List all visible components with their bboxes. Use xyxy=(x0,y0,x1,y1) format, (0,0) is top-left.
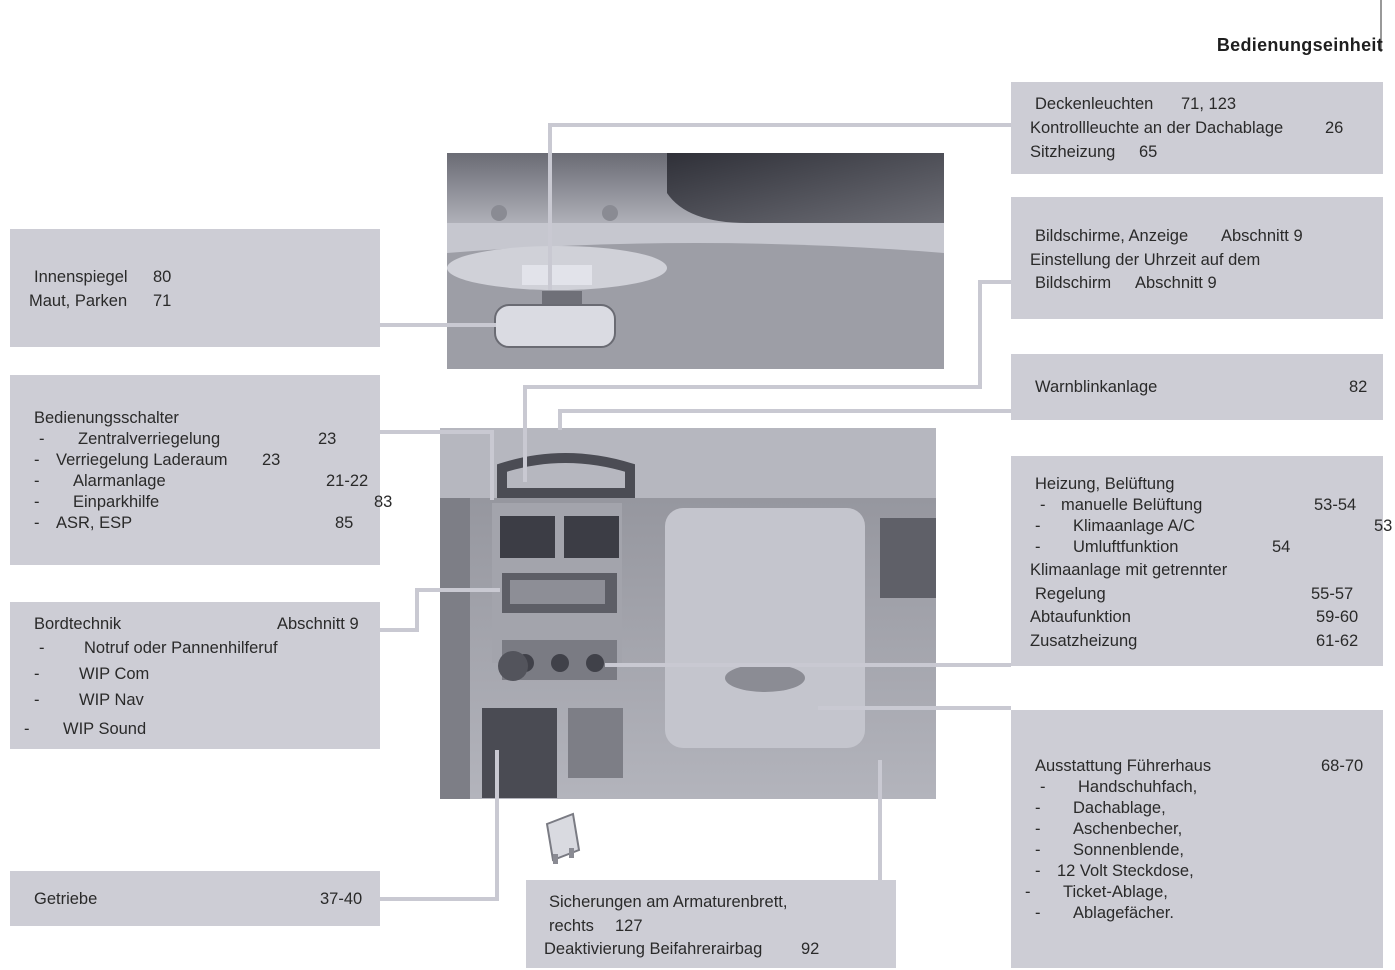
alarmanlage-label: Alarmanlage xyxy=(73,472,166,490)
sitzheizung-label: Sitzheizung xyxy=(1030,143,1116,161)
wip-sound-label: WIP Sound xyxy=(63,720,147,738)
klimaanlage-getrennt-label: Klimaanlage mit getrennter xyxy=(1030,561,1228,579)
box-bordtechnik: Bordtechnik Abschnitt 9 - Notruf oder Pa… xyxy=(10,602,380,749)
bullet: - xyxy=(34,493,40,511)
abtaufunktion-label: Abtaufunktion xyxy=(1030,608,1131,626)
bullet: - xyxy=(1035,862,1041,880)
bullet: - xyxy=(1035,820,1041,838)
bullet: - xyxy=(1035,799,1041,817)
innenspiegel-ref: 80 xyxy=(153,268,172,286)
bullet: - xyxy=(1025,883,1031,901)
sitzheizung-ref: 65 xyxy=(1139,143,1158,161)
bullet: - xyxy=(34,691,40,709)
box-sicherungen: Sicherungen am Armaturenbrett, rechts 12… xyxy=(526,880,896,968)
box-bildschirme: Bildschirme, Anzeige Abschnitt 9 Einstel… xyxy=(1011,197,1383,319)
getriebe-ref: 37-40 xyxy=(320,890,363,908)
maut-label: Maut, Parken xyxy=(29,292,128,310)
alarmanlage-ref: 21-22 xyxy=(326,472,369,490)
page-title: Bedienungseinheit xyxy=(1216,35,1383,55)
bullet: - xyxy=(1035,841,1041,859)
box-ausstattung: Ausstattung Führerhaus 68-70 - Handschuh… xyxy=(1011,710,1383,968)
box-heizung: Heizung, Belüftung - manuelle Belüftung … xyxy=(1011,456,1392,666)
verriegelung-laderaum-label: Verriegelung Laderaum xyxy=(56,451,228,469)
wip-com-label: WIP Com xyxy=(79,665,150,683)
bordtechnik-title: Bordtechnik xyxy=(34,615,122,633)
einparkhilfe-ref: 83 xyxy=(374,493,393,511)
asr-esp-label: ASR, ESP xyxy=(56,514,133,532)
bullet: - xyxy=(34,472,40,490)
regelung-label: Regelung xyxy=(1035,585,1106,603)
bildschirm-ref: Abschnitt 9 xyxy=(1135,274,1217,292)
bedienungsschalter-title: Bedienungsschalter xyxy=(34,409,179,427)
ausstattung-ref: 68-70 xyxy=(1321,757,1364,775)
innenspiegel-label: Innenspiegel xyxy=(34,268,128,286)
deckenleuchten-label: Deckenleuchten xyxy=(1035,95,1154,113)
bullet: - xyxy=(1035,538,1041,556)
maut-ref: 71 xyxy=(153,292,172,310)
warnblink-ref: 82 xyxy=(1349,378,1368,396)
dashboard-illustration xyxy=(440,428,936,799)
bullet: - xyxy=(1040,496,1046,514)
asr-esp-ref: 85 xyxy=(335,514,354,532)
bullet: - xyxy=(39,639,45,657)
bordtechnik-ref: Abschnitt 9 xyxy=(277,615,359,633)
edge-mark xyxy=(1380,0,1382,52)
bullet: - xyxy=(39,430,45,448)
zusatzheizung-label: Zusatzheizung xyxy=(1030,632,1138,650)
bildschirm-label: Bildschirm xyxy=(1035,274,1112,292)
manuelle-belueftung-label: manuelle Belüftung xyxy=(1061,496,1203,514)
bullet: - xyxy=(1035,904,1041,922)
rechts-ref: 127 xyxy=(615,917,643,935)
notruf-label: Notruf oder Pannenhilferuf xyxy=(84,639,278,657)
getriebe-label: Getriebe xyxy=(34,890,98,908)
zentralverriegelung-ref: 23 xyxy=(318,430,337,448)
zusatzheizung-ref: 61-62 xyxy=(1316,632,1359,650)
beifahrerairbag-ref: 92 xyxy=(801,940,820,958)
rechts-label: rechts xyxy=(549,917,594,935)
klimaanlage-ac-ref: 53 xyxy=(1374,517,1393,535)
bullet: - xyxy=(24,720,30,738)
handschuhfach-label: Handschuhfach, xyxy=(1078,778,1198,796)
sicherungen-label: Sicherungen am Armaturenbrett, xyxy=(549,893,788,911)
klimaanlage-ac-label: Klimaanlage A/C xyxy=(1073,517,1195,535)
umluftfunktion-ref: 54 xyxy=(1272,538,1291,556)
uhrzeit-label: Einstellung der Uhrzeit auf dem xyxy=(1030,251,1261,269)
steckdose-label: 12 Volt Steckdose, xyxy=(1057,862,1194,880)
ablagefaecher-label: Ablagefächer. xyxy=(1073,904,1174,922)
sonnenblende-label: Sonnenblende, xyxy=(1073,841,1185,859)
bullet: - xyxy=(34,665,40,683)
bullet: - xyxy=(1040,778,1046,796)
ausstattung-title: Ausstattung Führerhaus xyxy=(1035,757,1212,775)
beifahrerairbag-label: Deaktivierung Beifahrerairbag xyxy=(544,940,763,958)
aschenbecher-label: Aschenbecher, xyxy=(1073,820,1183,838)
regelung-ref: 55-57 xyxy=(1311,585,1354,603)
kontrollleuchte-label: Kontrollleuchte an der Dachablage xyxy=(1030,119,1284,137)
box-warnblinkanlage: Warnblinkanlage 82 xyxy=(1011,354,1383,420)
bullet: - xyxy=(34,514,40,532)
box-innenspiegel: Innenspiegel 80 Maut, Parken 71 xyxy=(10,229,380,347)
zentralverriegelung-label: Zentralverriegelung xyxy=(78,430,221,448)
umluftfunktion-label: Umluftfunktion xyxy=(1073,538,1179,556)
warnblink-label: Warnblinkanlage xyxy=(1035,378,1158,396)
ticket-ablage-label: Ticket-Ablage, xyxy=(1063,883,1168,901)
verriegelung-laderaum-ref: 23 xyxy=(262,451,281,469)
dachablage-label: Dachablage, xyxy=(1073,799,1166,817)
box-getriebe: Getriebe 37-40 xyxy=(10,871,380,926)
overhead-console-illustration xyxy=(447,153,944,369)
bullet: - xyxy=(1035,517,1041,535)
box-bedienungsschalter: Bedienungsschalter - Zentralverriegelung… xyxy=(10,375,392,565)
fuse-icon xyxy=(543,810,583,865)
kontrollleuchte-ref: 26 xyxy=(1325,119,1344,137)
heizung-title: Heizung, Belüftung xyxy=(1035,475,1175,493)
abtaufunktion-ref: 59-60 xyxy=(1316,608,1359,626)
einparkhilfe-label: Einparkhilfe xyxy=(73,493,160,511)
bullet: - xyxy=(34,451,40,469)
box-deckenleuchten: Deckenleuchten 71, 123 Kontrollleuchte a… xyxy=(1011,82,1383,174)
bildschirme-ref: Abschnitt 9 xyxy=(1221,227,1303,245)
wip-nav-label: WIP Nav xyxy=(79,691,144,709)
deckenleuchten-ref: 71, 123 xyxy=(1181,95,1237,113)
manuelle-belueftung-ref: 53-54 xyxy=(1314,496,1357,514)
bildschirme-label: Bildschirme, Anzeige xyxy=(1035,227,1189,245)
